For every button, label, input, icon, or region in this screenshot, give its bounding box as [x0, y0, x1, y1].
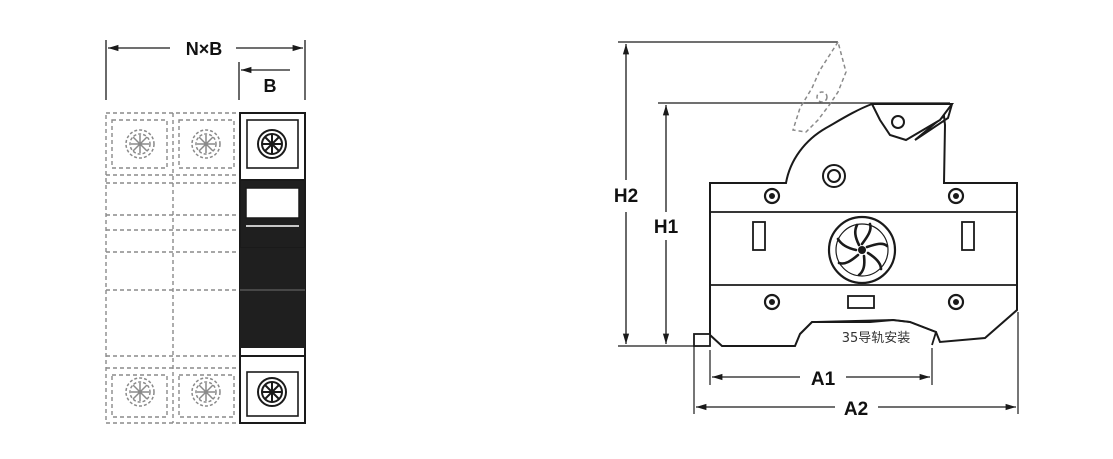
screw-terminal-icon — [257, 129, 287, 159]
dimension-h2: H2 — [614, 41, 838, 347]
label-h1: H1 — [654, 217, 679, 238]
dimension-nxb: N×B — [105, 39, 306, 100]
dimension-b: B — [238, 62, 290, 100]
label-nxb: N×B — [186, 39, 223, 59]
mounting-holes — [763, 187, 965, 311]
fuse-holder-front — [239, 112, 306, 424]
dimension-a2: A2 — [693, 312, 1019, 420]
ghost-screw-icon — [191, 377, 221, 407]
screw-terminal-icon — [257, 377, 287, 407]
ghost-screw-icon — [191, 129, 221, 159]
ghost-poles — [105, 112, 241, 424]
label-a1: A1 — [811, 369, 836, 390]
front-view: N×B B — [105, 39, 306, 424]
label-b: B — [264, 76, 277, 96]
ghost-screw-icon — [125, 129, 155, 159]
side-view: H2 H1 — [614, 40, 1019, 420]
ghost-lever — [792, 40, 847, 133]
vent-fan-icon — [827, 215, 897, 285]
fuse-holder-details — [693, 211, 1017, 347]
ghost-screw-icon — [125, 377, 155, 407]
label-a2: A2 — [844, 399, 868, 420]
dimension-a1: A1 — [709, 348, 933, 390]
label-h2: H2 — [614, 186, 638, 207]
rail-mount-note: 35导轨安装 — [842, 331, 911, 346]
